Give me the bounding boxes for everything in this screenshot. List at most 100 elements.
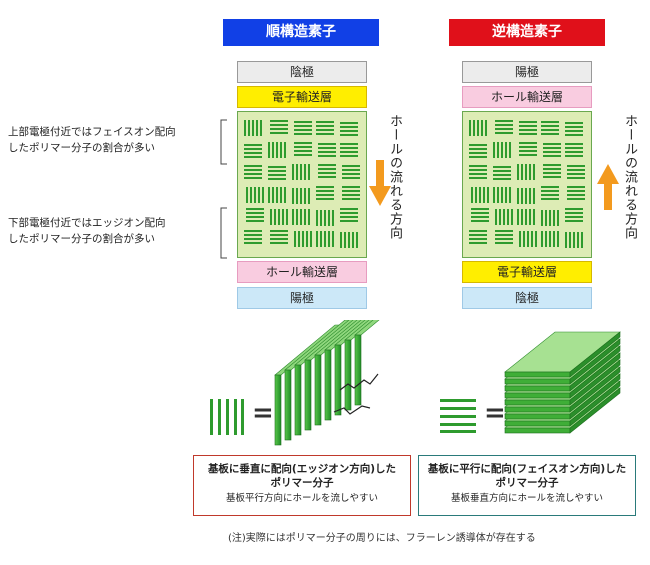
- polymer-chain: [495, 242, 513, 244]
- polymer-chain: [270, 120, 288, 122]
- polymer-chain: [302, 231, 304, 247]
- polymer-chain: [497, 187, 499, 203]
- polymer-chain: [509, 187, 511, 203]
- polymer-chain: [495, 238, 513, 240]
- polymer-chain: [567, 173, 585, 175]
- polymer-chain: [292, 188, 294, 204]
- polymer-chain: [487, 187, 489, 203]
- polymer-chain: [298, 231, 300, 247]
- polymer-chain: [356, 232, 358, 248]
- polymer-chain: [300, 188, 302, 204]
- polymer-chain: [342, 194, 360, 196]
- polymer-chain: [278, 209, 280, 225]
- polymer-chain: [316, 198, 334, 200]
- polymer-chain: [545, 210, 547, 226]
- polymer-chain: [521, 188, 523, 204]
- left-polymer-pattern: [244, 120, 360, 248]
- polymer-sheet-side: [569, 359, 621, 406]
- polymer-chain: [577, 232, 579, 248]
- edge-on-caption: 基板に垂直に配向(エッジオン方向)した ポリマー分子 基板平行方向にホールを流し…: [193, 455, 411, 516]
- polymer-chain: [557, 231, 559, 247]
- polymer-chain: [324, 231, 326, 247]
- polymer-chain: [519, 154, 537, 156]
- polymer-plate: [274, 374, 282, 446]
- polymer-chain: [469, 165, 487, 167]
- polymer-chain: [569, 232, 571, 248]
- polymer-plate: [284, 369, 292, 441]
- polymer-chain: [276, 142, 278, 158]
- polymer-sheet-side: [569, 345, 621, 392]
- polymer-chain: [517, 209, 519, 225]
- polymer-chain: [567, 165, 585, 167]
- polymer-chain: [268, 178, 286, 180]
- lower-bracket: [220, 207, 227, 259]
- polymer-chain: [342, 169, 360, 171]
- polymer-chain: [493, 174, 511, 176]
- right-layer-cathode: 陰極: [462, 287, 592, 309]
- polymer-chain: [525, 188, 527, 204]
- polymer-sheet: [504, 378, 571, 385]
- polymer-chain: [300, 164, 302, 180]
- polymer-chain: [252, 120, 254, 136]
- grain-boundary: [333, 373, 379, 415]
- polymer-chain: [541, 129, 559, 131]
- polymer-chain: [260, 120, 262, 136]
- polymer-chain: [531, 231, 533, 247]
- polymer-chain: [523, 231, 525, 247]
- polymer-sheet-side: [569, 331, 621, 378]
- edge-on-symbol-icon: [210, 399, 244, 435]
- polymer-chain: [292, 164, 294, 180]
- left-active-layer: [237, 111, 367, 258]
- polymer-chain: [244, 120, 246, 136]
- polymer-chain: [543, 176, 561, 178]
- polymer-chain: [567, 190, 585, 192]
- polymer-chain: [352, 232, 354, 248]
- polymer-chain: [268, 170, 286, 172]
- polymer-chain: [318, 147, 336, 149]
- polymer-chain: [471, 220, 489, 222]
- polymer-plate: [354, 334, 362, 406]
- polymer-chain: [505, 142, 507, 158]
- polymer-chain: [248, 120, 250, 136]
- right-active-layer: [462, 111, 592, 258]
- lower-note: 下部電極付近ではエッジオン配向 したポリマー分子の割合が多い: [8, 215, 218, 247]
- polymer-plate: [314, 354, 322, 426]
- polymer-chain: [316, 194, 334, 196]
- polymer-chain: [244, 173, 262, 175]
- polymer-chain: [543, 147, 561, 149]
- polymer-chain: [244, 169, 262, 171]
- polymer-sheet: [504, 399, 571, 406]
- polymer-chain: [529, 209, 531, 225]
- polymer-chain: [268, 142, 270, 158]
- polymer-chain: [565, 143, 583, 145]
- polymer-chain: [483, 187, 485, 203]
- polymer-chain: [276, 187, 278, 203]
- polymer-chain: [565, 220, 583, 222]
- polymer-chain: [493, 170, 511, 172]
- polymer-chain: [565, 208, 583, 210]
- polymer-chain: [549, 210, 551, 226]
- polymer-chain: [469, 120, 471, 136]
- polymer-chain: [565, 151, 583, 153]
- polymer-chain: [527, 231, 529, 247]
- polymer-chain: [340, 151, 358, 153]
- polymer-chain: [545, 231, 547, 247]
- face-on-caption-title: 基板に平行に配向(フェイスオン方向)した: [427, 463, 627, 475]
- polymer-sheet-side: [569, 338, 621, 385]
- polymer-chain: [318, 164, 336, 166]
- polymer-chain: [469, 152, 487, 154]
- polymer-sheet: [504, 413, 571, 420]
- polymer-chain: [473, 120, 475, 136]
- polymer-chain: [543, 151, 561, 153]
- upper-bracket: [220, 119, 227, 165]
- polymer-chain: [525, 164, 527, 180]
- polymer-chain: [565, 147, 583, 149]
- polymer-sheet: [504, 392, 571, 399]
- polymer-chain: [342, 173, 360, 175]
- polymer-chain: [300, 209, 302, 225]
- polymer-chain: [340, 130, 358, 132]
- polymer-chain: [270, 128, 288, 130]
- polymer-chain: [543, 168, 561, 170]
- polymer-chain: [274, 209, 276, 225]
- polymer-chain: [258, 187, 260, 203]
